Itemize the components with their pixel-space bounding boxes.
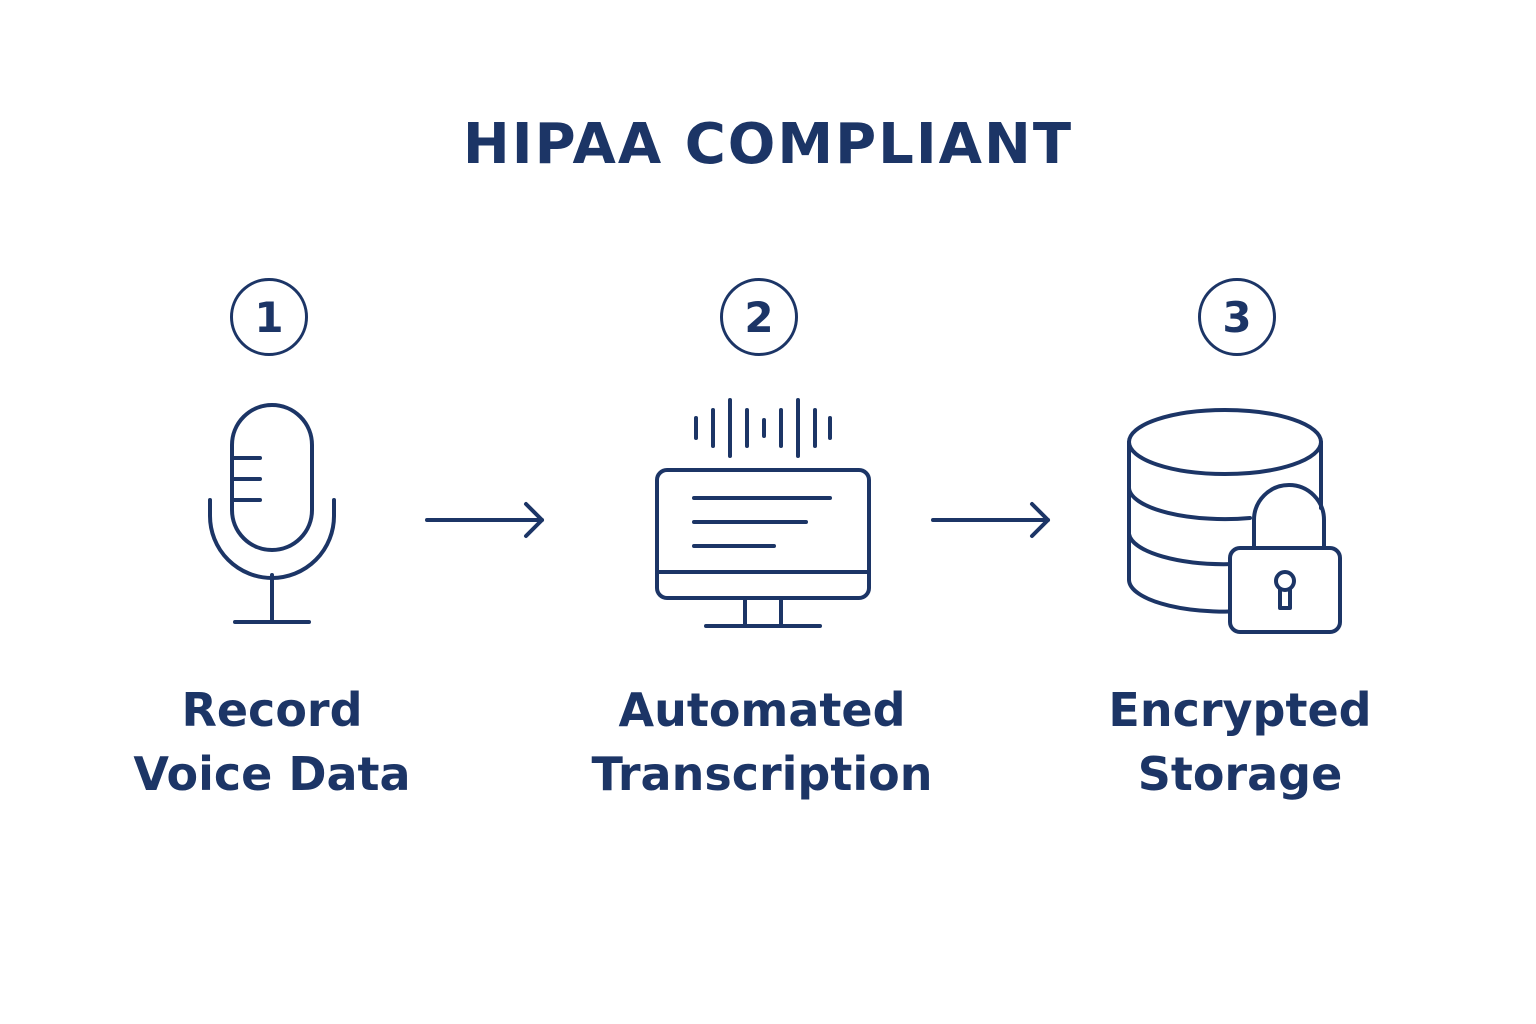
step-label-line: Automated — [618, 683, 906, 737]
step-number-badge: 2 — [720, 278, 798, 356]
step-label: Record Voice Data — [62, 678, 482, 806]
step-label-line: Storage — [1137, 747, 1343, 801]
step-label-line: Voice Data — [133, 747, 411, 801]
step-record-voice: 1 Record Voice Data — [62, 278, 482, 838]
microphone-icon — [208, 403, 336, 624]
step-label-line: Record — [181, 683, 363, 737]
step-number-badge: 1 — [230, 278, 308, 356]
encrypted-database-icon — [1127, 408, 1342, 634]
monitor-transcription-icon — [655, 398, 871, 628]
step-automated-transcription: 2 Automated Transcription — [552, 278, 972, 838]
step-label-line: Transcription — [591, 747, 933, 801]
step-label-line: Encrypted — [1108, 683, 1372, 737]
step-label: Automated Transcription — [552, 678, 972, 806]
diagram-title: HIPAA COMPLIANT — [462, 112, 1074, 177]
step-encrypted-storage: 3 Encrypted Storage — [1030, 278, 1450, 838]
step-label: Encrypted Storage — [1030, 678, 1450, 806]
arrow-right-icon — [425, 502, 544, 538]
step-number-badge: 3 — [1198, 278, 1276, 356]
arrow-right-icon — [931, 502, 1050, 538]
